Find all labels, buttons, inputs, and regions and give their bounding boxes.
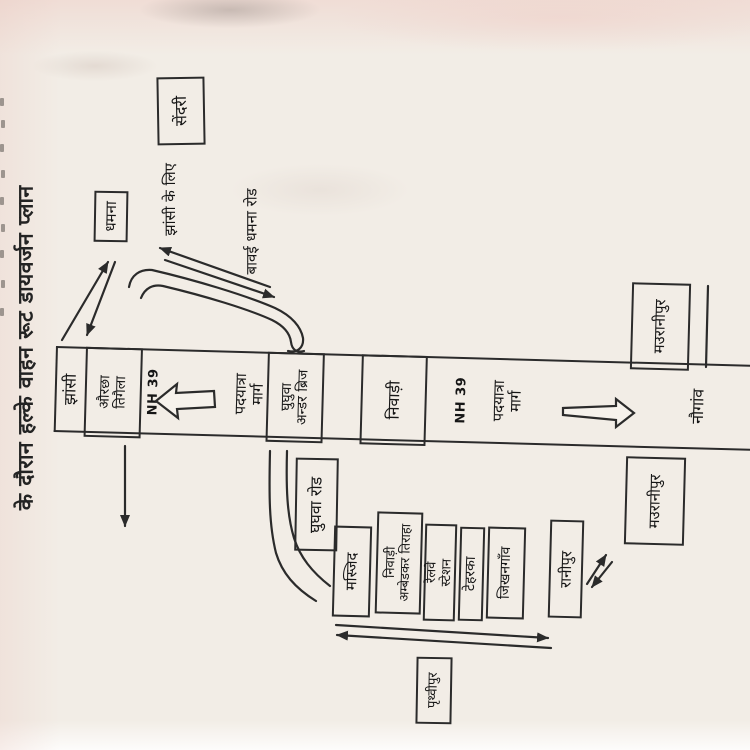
niwari-ambedkar-tiraha-box: निवाड़ी अम्बेडकर तिराहा [374,511,424,615]
railway-line1: रेलवे [424,561,440,584]
scan-edge-artifact [0,197,4,205]
prithvipur-box: पृथ्वीपुर [415,656,453,725]
sendri-text: सेंदरी [170,95,191,127]
bawai-dhamna-road-annotation: बावई धमना रोड [236,170,268,292]
ghughuwa-bridge-text: घुघुवा अन्डर ब्रिज [278,369,312,426]
niwari-box: निवाड़ी [359,354,428,447]
orchha-line2: तिगैला [111,376,129,410]
nh39-west-label: NH 39 [142,350,166,433]
masjid-box: मस्जिद [331,525,373,618]
teharka-text: टेहरका [462,556,480,592]
dhamna-box: धमना [93,190,129,243]
nh39-west-text: NH 39 [144,367,162,416]
padyatra-east-text: पदयात्रा मार्ग [489,380,525,422]
ranipur-arrow-down [590,560,614,589]
naugaon-direction-label: नौगांव [683,365,713,448]
bypass-road-inner-curve [139,284,306,353]
jhansi-direction-label: झांसी [56,348,86,431]
niwari-text: निवाड़ी [383,380,404,420]
railway-line2: स्टेशन [438,558,455,587]
for-jhansi-annotation: झांसी के लिए [152,153,188,245]
south-route-arrow-west [335,630,553,650]
orchha-line1: औरछा [96,375,114,410]
for-jhansi-text: झांसी के लिए [160,162,179,236]
bypass-road-outer-curve [127,268,305,353]
jhansi-text: झांसी [60,373,81,406]
mauranipur-south-box: मउरानीपुर [623,456,687,546]
padyatra-west-line2: मार्ग [248,383,268,406]
padyatra-east-line2: मार्ग [506,390,525,413]
scan-edge-artifact [1,120,5,128]
railway-text: रेलवे स्टेशन [424,558,455,587]
mauranipur-south-text: मउरानीपुर [644,473,665,529]
masjid-text: मस्जिद [342,552,362,591]
naugaon-text: नौगांव [688,388,709,425]
railway-station-box: रेलवे स्टेशन [422,523,458,622]
scan-edge-artifact [0,308,4,316]
padyatra-west-text: पदयात्रा मार्ग [231,373,268,415]
south-route-arrow-east [334,623,550,643]
bawai-dhamna-road-text: बावई धमना रोड [242,187,261,275]
nh39-east-label: NH 39 [449,359,475,442]
ranipur-box: रानीपुर [547,519,585,619]
ambedkar-line1: निवाड़ी [383,546,399,579]
map-title: के दौरान हल्के वाहन रूट डायवर्जन प्लान [4,118,48,578]
ghughwa-road-box: घुघवा रोड [294,457,339,552]
teharka-box: टेहरका [457,526,486,622]
padyatra-marg-east-label: पदयात्रा मार्ग [484,360,532,443]
jikhangaon-box: जिखनगाँव [485,526,527,620]
prithvipur-text: पृथ्वीपुर [425,672,442,709]
sendri-box: सेंदरी [156,76,206,146]
mauranipur-side-road-line [704,284,710,369]
dhamna-text: धमना [101,201,120,232]
scan-edge-artifact [1,170,5,178]
orchha-tigaila-text: औरछा तिगैला [96,375,129,410]
ranipur-arrow-up [585,553,608,586]
map-title-text: के दौरान हल्के वाहन रूट डायवर्जन प्लान [13,185,38,511]
jikhangaon-text: जिखनगाँव [496,546,514,600]
ambedkar-text: निवाड़ी अम्बेडकर तिराहा [383,524,414,602]
scan-edge-artifact [0,98,4,106]
ghughuwa-line1: घुघुवा [278,383,295,412]
ambedkar-line2: अम्बेडकर तिराहा [396,524,415,603]
scan-edge-artifact [0,144,4,152]
scan-edge-artifact [1,224,5,232]
ghughwa-road-text: घुघवा रोड [306,476,327,533]
dhamna-two-way-arrow-down [85,260,117,337]
dhamna-two-way-arrow-up [60,260,110,342]
ranipur-text: रानीपुर [556,550,576,588]
ghughuwa-line2: अन्डर ब्रिज [293,369,311,426]
nh39-east-text: NH 39 [452,376,470,424]
orchha-tigaila-box: औरछा तिगैला [83,346,143,439]
ghughuwa-under-bridge-box: घुघुवा अन्डर ब्रिज [265,351,325,444]
scan-edge-artifact [0,250,4,258]
mauranipur-north-box: मउरानीपुर [629,282,692,371]
scan-edge-artifact [1,280,5,288]
mauranipur-north-text: मउरानीपुर [650,299,670,354]
